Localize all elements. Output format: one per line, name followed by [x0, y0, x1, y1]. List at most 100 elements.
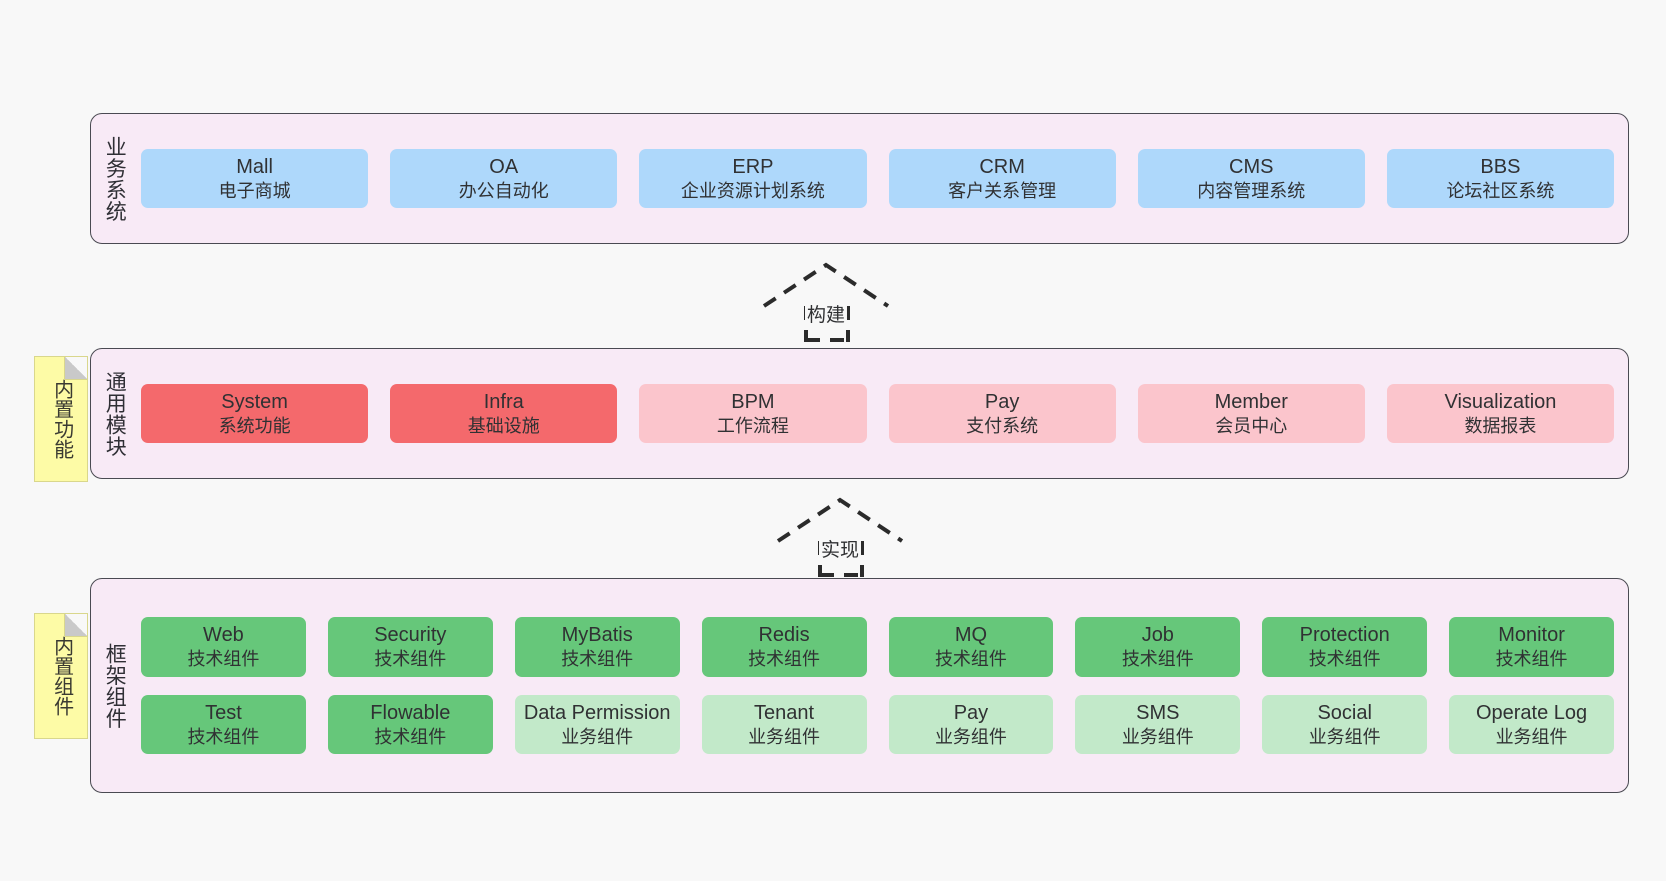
card-social[interactable]: Social 业务组件: [1262, 694, 1428, 755]
connector-implement-label: 实现: [818, 535, 862, 562]
card-title: Operate Log: [1475, 701, 1588, 724]
card-title: CRM: [979, 155, 1025, 178]
connector-implement: 实现: [776, 497, 904, 577]
card-operate-log[interactable]: Operate Log 业务组件: [1449, 694, 1614, 755]
card-subtitle: 技术组件: [748, 648, 821, 669]
card-title: Data Permission: [523, 701, 671, 724]
card-pay-component[interactable]: Pay 业务组件: [888, 694, 1054, 755]
card-crm[interactable]: CRM 客户关系管理: [888, 148, 1116, 209]
card-subtitle: 技术组件: [374, 726, 447, 747]
layer-title-framework-components: 框架组件: [103, 642, 127, 729]
layer-body-business-systems: Mall 电子商城 OA 办公自动化 ERP 企业资源计划系统 CRM 客户关系…: [137, 114, 1628, 243]
card-row: Web 技术组件 Security 技术组件 MyBatis 技术组件 Redi…: [141, 616, 1614, 677]
connector-build: 构建: [762, 262, 890, 342]
card-subtitle: 基础设施: [467, 415, 540, 436]
layer-common-modules: 通用模块 System 系统功能 Infra 基础设施 BPM 工作流程 Pay…: [90, 348, 1629, 479]
card-subtitle: 客户关系管理: [948, 180, 1057, 201]
note-builtin-components-label: 内置组件: [50, 636, 73, 716]
card-title: Web: [203, 623, 244, 646]
card-title: Security: [374, 623, 447, 646]
connector-build-arrow-icon: [762, 262, 890, 342]
note-builtin-components: 内置组件: [34, 613, 88, 739]
card-subtitle: 技术组件: [561, 648, 634, 669]
card-visualization[interactable]: Visualization 数据报表: [1386, 383, 1615, 444]
card-subtitle: 业务组件: [561, 726, 634, 747]
card-row: System 系统功能 Infra 基础设施 BPM 工作流程 Pay 支付系统…: [141, 383, 1615, 444]
card-oa[interactable]: OA 办公自动化: [390, 148, 618, 209]
card-title: CMS: [1229, 155, 1274, 178]
layer-title-common-modules: 通用模块: [103, 370, 127, 457]
card-subtitle: 办公自动化: [458, 180, 549, 201]
card-cms[interactable]: CMS 内容管理系统: [1137, 148, 1365, 209]
card-monitor[interactable]: Monitor 技术组件: [1449, 616, 1614, 677]
card-system[interactable]: System 系统功能: [141, 383, 369, 444]
card-job[interactable]: Job 技术组件: [1075, 616, 1241, 677]
card-row: Test 技术组件 Flowable 技术组件 Data Permission …: [141, 694, 1614, 755]
layer-body-common-modules: System 系统功能 Infra 基础设施 BPM 工作流程 Pay 支付系统…: [137, 349, 1628, 478]
layer-title-business-systems: 业务系统: [103, 135, 127, 222]
card-title: Member: [1214, 390, 1288, 413]
card-subtitle: 技术组件: [1121, 648, 1194, 669]
connector-implement-arrow-icon: [776, 497, 904, 577]
card-title: Social: [1317, 701, 1372, 724]
card-title: BBS: [1480, 155, 1521, 178]
card-bbs[interactable]: BBS 论坛社区系统: [1386, 148, 1615, 209]
card-subtitle: 系统功能: [218, 415, 291, 436]
card-title: Visualization: [1444, 390, 1557, 413]
card-subtitle: 电子商城: [218, 180, 291, 201]
card-row: Mall 电子商城 OA 办公自动化 ERP 企业资源计划系统 CRM 客户关系…: [141, 148, 1615, 209]
card-subtitle: 技术组件: [374, 648, 447, 669]
card-subtitle: 支付系统: [966, 415, 1039, 436]
note-builtin-features-label: 内置功能: [50, 379, 73, 459]
card-flowable[interactable]: Flowable 技术组件: [327, 694, 493, 755]
connector-build-label: 构建: [804, 300, 848, 327]
card-subtitle: 业务组件: [1121, 726, 1194, 747]
card-erp[interactable]: ERP 企业资源计划系统: [639, 148, 867, 209]
card-member[interactable]: Member 会员中心: [1137, 383, 1365, 444]
card-title: Job: [1141, 623, 1174, 646]
card-subtitle: 业务组件: [748, 726, 821, 747]
card-title: Redis: [758, 623, 810, 646]
card-subtitle: 企业资源计划系统: [680, 180, 825, 201]
card-title: Pay: [953, 701, 989, 724]
card-title: Pay: [984, 390, 1020, 413]
card-title: Flowable: [370, 701, 451, 724]
card-subtitle: 业务组件: [1308, 726, 1381, 747]
card-title: BPM: [731, 390, 775, 413]
card-title: SMS: [1136, 701, 1180, 724]
card-title: Protection: [1299, 623, 1390, 646]
card-title: Monitor: [1498, 623, 1565, 646]
card-title: Mall: [236, 155, 273, 178]
card-subtitle: 业务组件: [1495, 726, 1568, 747]
card-subtitle: 论坛社区系统: [1446, 180, 1555, 201]
card-sms[interactable]: SMS 业务组件: [1075, 694, 1241, 755]
card-title: Infra: [483, 390, 524, 413]
card-protection[interactable]: Protection 技术组件: [1262, 616, 1428, 677]
card-security[interactable]: Security 技术组件: [327, 616, 493, 677]
card-infra[interactable]: Infra 基础设施: [390, 383, 618, 444]
card-data-permission[interactable]: Data Permission 业务组件: [514, 694, 680, 755]
card-redis[interactable]: Redis 技术组件: [701, 616, 867, 677]
card-test[interactable]: Test 技术组件: [141, 694, 306, 755]
card-subtitle: 技术组件: [1308, 648, 1381, 669]
layer-business-systems: 业务系统 Mall 电子商城 OA 办公自动化 ERP 企业资源计划系统 CRM…: [90, 113, 1629, 244]
card-title: Tenant: [754, 701, 815, 724]
card-subtitle: 技术组件: [187, 726, 260, 747]
card-mq[interactable]: MQ 技术组件: [888, 616, 1054, 677]
card-pay-module[interactable]: Pay 支付系统: [888, 383, 1116, 444]
card-subtitle: 技术组件: [187, 648, 260, 669]
layer-framework-components: 框架组件 Web 技术组件 Security 技术组件 MyBatis 技术组件…: [90, 578, 1629, 793]
card-subtitle: 业务组件: [934, 726, 1007, 747]
card-web[interactable]: Web 技术组件: [141, 616, 306, 677]
card-tenant[interactable]: Tenant 业务组件: [701, 694, 867, 755]
card-mall[interactable]: Mall 电子商城: [141, 148, 369, 209]
card-subtitle: 技术组件: [1495, 648, 1568, 669]
card-bpm[interactable]: BPM 工作流程: [639, 383, 867, 444]
note-builtin-features: 内置功能: [34, 356, 88, 482]
card-title: MQ: [954, 623, 988, 646]
card-mybatis[interactable]: MyBatis 技术组件: [514, 616, 680, 677]
card-subtitle: 工作流程: [716, 415, 789, 436]
card-subtitle: 会员中心: [1215, 415, 1288, 436]
card-title: ERP: [732, 155, 774, 178]
card-title: Test: [205, 701, 242, 724]
